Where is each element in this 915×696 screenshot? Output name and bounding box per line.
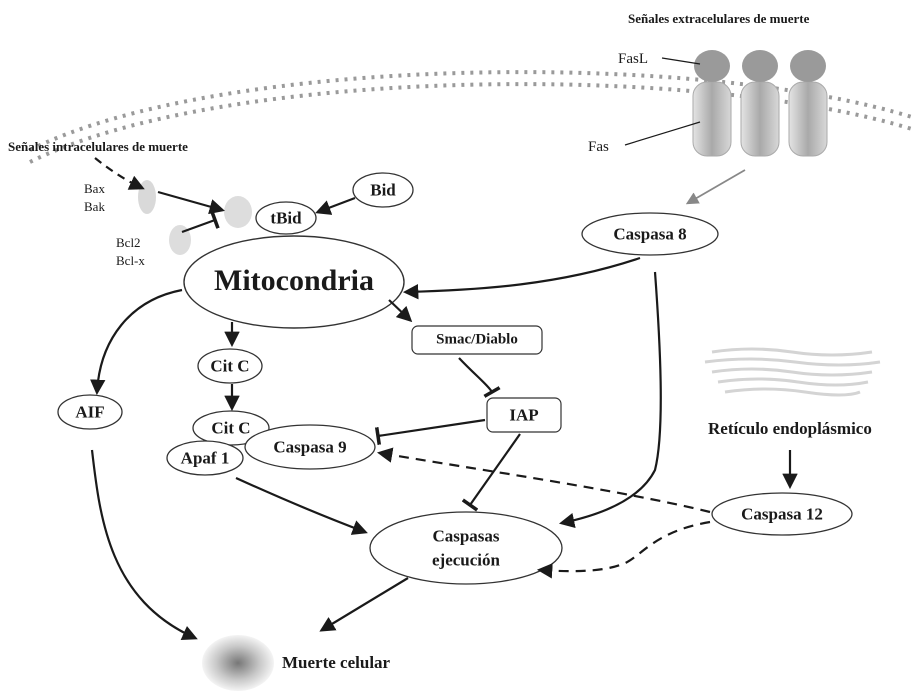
smac-label: Smac/Diablo — [436, 333, 518, 348]
tbid-label: tBid — [270, 210, 301, 227]
fas-receptor-group — [693, 50, 827, 156]
caspasa12-label: Caspasa 12 — [741, 506, 823, 523]
bcl2-label: Bcl2 — [116, 236, 141, 249]
fas-to-caspasa8-arrow — [688, 170, 745, 203]
bid-label: Bid — [370, 182, 396, 199]
fas-label: Fas — [588, 140, 609, 155]
endoplasmic-reticulum-graphic — [705, 349, 880, 395]
caspasas-ejecucion-ellipse — [370, 512, 562, 584]
fasl-label: FasL — [618, 52, 648, 67]
reticulo-label: Retículo endoplásmico — [708, 420, 872, 437]
bax-label: Bax — [84, 182, 105, 195]
caspasas-ejecucion-label-1: Caspasas — [432, 528, 499, 545]
caspasa9-label: Caspasa 9 — [273, 439, 346, 456]
citc2-label: Cit C — [211, 420, 250, 437]
mitocondria-label: Mitocondria — [214, 266, 374, 296]
bak-label: Bak — [84, 200, 105, 213]
extracellular-signals-label: Señales extracelulares de muerte — [628, 12, 809, 25]
iap-label: IAP — [509, 407, 538, 424]
bclx-label: Bcl-x — [116, 254, 145, 267]
apaf1-label: Apaf 1 — [181, 450, 230, 467]
caspasas-ejecucion-label-2: ejecución — [432, 552, 500, 569]
citc1-label: Cit C — [210, 358, 249, 375]
caspasa8-label: Caspasa 8 — [613, 226, 686, 243]
intracellular-signals-label: Señales intracelulares de muerte — [8, 140, 188, 153]
cell-death-graphic — [202, 635, 274, 691]
aif-label: AIF — [75, 404, 104, 421]
muerte-celular-label: Muerte celular — [282, 654, 390, 671]
